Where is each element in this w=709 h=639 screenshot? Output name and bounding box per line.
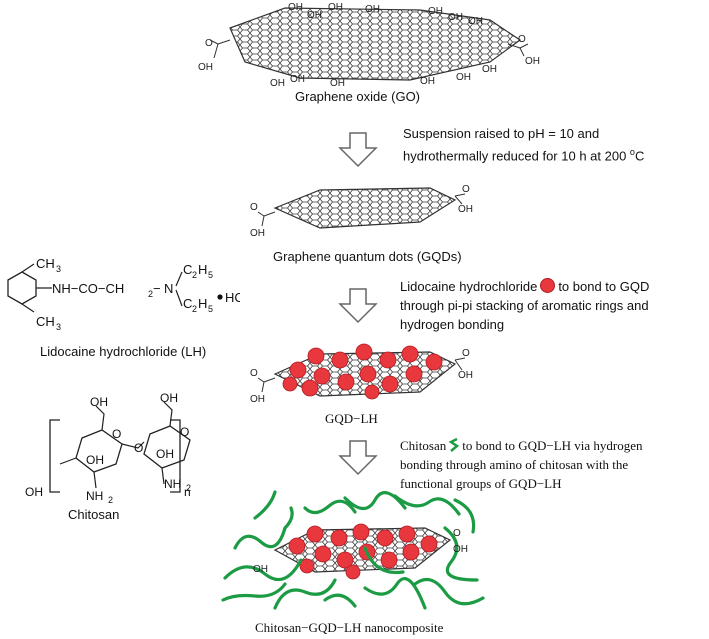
lh-ch3-bottom: CH bbox=[36, 314, 55, 329]
chitosan-oh-3: OH bbox=[86, 453, 104, 467]
go-oh-b4: OH bbox=[420, 76, 435, 87]
nanocomposite-label: Chitosan−GQD−LH nanocomposite bbox=[255, 620, 444, 635]
lh-chain-sub: 2 bbox=[148, 289, 153, 299]
lh-c2h5-top-sub5: 5 bbox=[208, 270, 213, 280]
gqd-lh-label: GQD−LH bbox=[325, 411, 378, 426]
go-oh-1: OH bbox=[288, 2, 303, 13]
arrow-down-icon bbox=[338, 132, 378, 168]
go-oh-right: OH bbox=[525, 56, 540, 67]
chitosan-oh-4: OH bbox=[156, 447, 174, 461]
go-oh-b3: OH bbox=[330, 78, 345, 89]
chitosan-o-ring2: O bbox=[180, 425, 189, 439]
gqdlh-o-right: O bbox=[462, 348, 470, 359]
lh-ch3-top: CH bbox=[36, 256, 55, 271]
gqd-label: Graphene quantum dots (GQDs) bbox=[273, 249, 462, 264]
chitosan-nh2-2: NH bbox=[164, 477, 181, 491]
lh-c2h5-top-sub2: 2 bbox=[192, 270, 197, 280]
lh-c2h5-bottom-h: H bbox=[198, 296, 207, 311]
chitosan-strand-icon bbox=[448, 437, 460, 452]
go-oh-3: OH bbox=[328, 2, 343, 13]
go-oh-4: OH bbox=[365, 4, 380, 15]
gqd-sheet: O OH O OH bbox=[250, 184, 473, 238]
lh-ch3-top-sub: 3 bbox=[56, 264, 61, 274]
lidocaine-structure: CH 3 NH−CO−CH 2 − N C 2 H 5 C 2 H 5 HCl … bbox=[7, 256, 240, 332]
lh-c2h5-bottom-sub2: 2 bbox=[192, 304, 197, 314]
lh-hcl: HCl bbox=[225, 290, 240, 305]
graphene-oxide-label: Graphene oxide (GO) bbox=[295, 89, 421, 104]
go-oh-5: OH bbox=[428, 6, 443, 17]
lh-c2h5-top-h: H bbox=[198, 262, 207, 277]
go-oh-b2: OH bbox=[290, 74, 305, 85]
graphene-oxide-sheet: OH OH OH OH OH OH OH O OH O OH OH OH OH … bbox=[198, 2, 540, 89]
lh-c2h5-bottom: C bbox=[183, 296, 192, 311]
gqd-oh-right: OH bbox=[458, 204, 473, 215]
gqd-lh-complex: O OH O OH bbox=[250, 343, 473, 405]
gqdlh-oh-left: OH bbox=[250, 394, 265, 405]
chitosan-oh-2: OH bbox=[160, 392, 178, 405]
final-o-right: O bbox=[453, 528, 461, 539]
chitosan-oh-1: OH bbox=[90, 395, 108, 409]
go-oh-b1: OH bbox=[270, 78, 285, 89]
lidocaine-label: Lidocaine hydrochloride (LH) bbox=[40, 344, 207, 359]
go-oh-b5: OH bbox=[456, 72, 471, 83]
go-oh-b6: OH bbox=[482, 64, 497, 75]
chitosan-n-sub: n bbox=[184, 485, 191, 499]
go-o-right: O bbox=[518, 34, 526, 45]
lh-n: N bbox=[164, 281, 173, 296]
gqd-oh-left: OH bbox=[250, 228, 265, 238]
final-oh-left: OH bbox=[253, 564, 268, 575]
go-oh-2: OH bbox=[307, 10, 322, 21]
gqdlh-oh-right: OH bbox=[458, 370, 473, 381]
chitosan-nh2-1: NH bbox=[86, 489, 103, 503]
chitosan-structure: OH OH O O O OH OH OH NH 2 n NH 2 bbox=[25, 392, 191, 504]
chitosan-o-ring1: O bbox=[112, 427, 121, 441]
arrow-down-icon bbox=[338, 440, 378, 476]
chitosan-nh2-1-sub: 2 bbox=[108, 495, 113, 504]
lidocaine-dot-icon bbox=[540, 278, 556, 293]
go-o-left: O bbox=[205, 38, 213, 49]
gqd-o-right: O bbox=[462, 184, 470, 195]
final-oh-right: OH bbox=[453, 544, 468, 555]
arrow-down-icon bbox=[338, 288, 378, 324]
lh-ch3-bottom-sub: 3 bbox=[56, 322, 61, 332]
go-oh-6: OH bbox=[448, 12, 463, 23]
gqd-o-left: O bbox=[250, 202, 258, 213]
step-1-description: Suspension raised to pH = 10 and hydroth… bbox=[403, 126, 645, 164]
chitosan-nh2-2-sub: 2 bbox=[186, 483, 191, 493]
chitosan-oh-end: OH bbox=[25, 485, 43, 499]
chitosan-label: Chitosan bbox=[68, 507, 120, 522]
lh-dash: − bbox=[153, 281, 161, 296]
go-oh-left: OH bbox=[198, 62, 213, 73]
lh-c2h5-top: C bbox=[183, 262, 192, 277]
lh-c2h5-bottom-sub5: 5 bbox=[208, 304, 213, 314]
chitosan-o-link: O bbox=[134, 441, 143, 455]
chitosan-gqd-lh-nanocomposite: O OH OH bbox=[221, 490, 485, 610]
gqdlh-o-left: O bbox=[250, 368, 258, 379]
go-oh-7: OH bbox=[468, 16, 483, 27]
lh-chain: NH−CO−CH bbox=[52, 281, 124, 296]
